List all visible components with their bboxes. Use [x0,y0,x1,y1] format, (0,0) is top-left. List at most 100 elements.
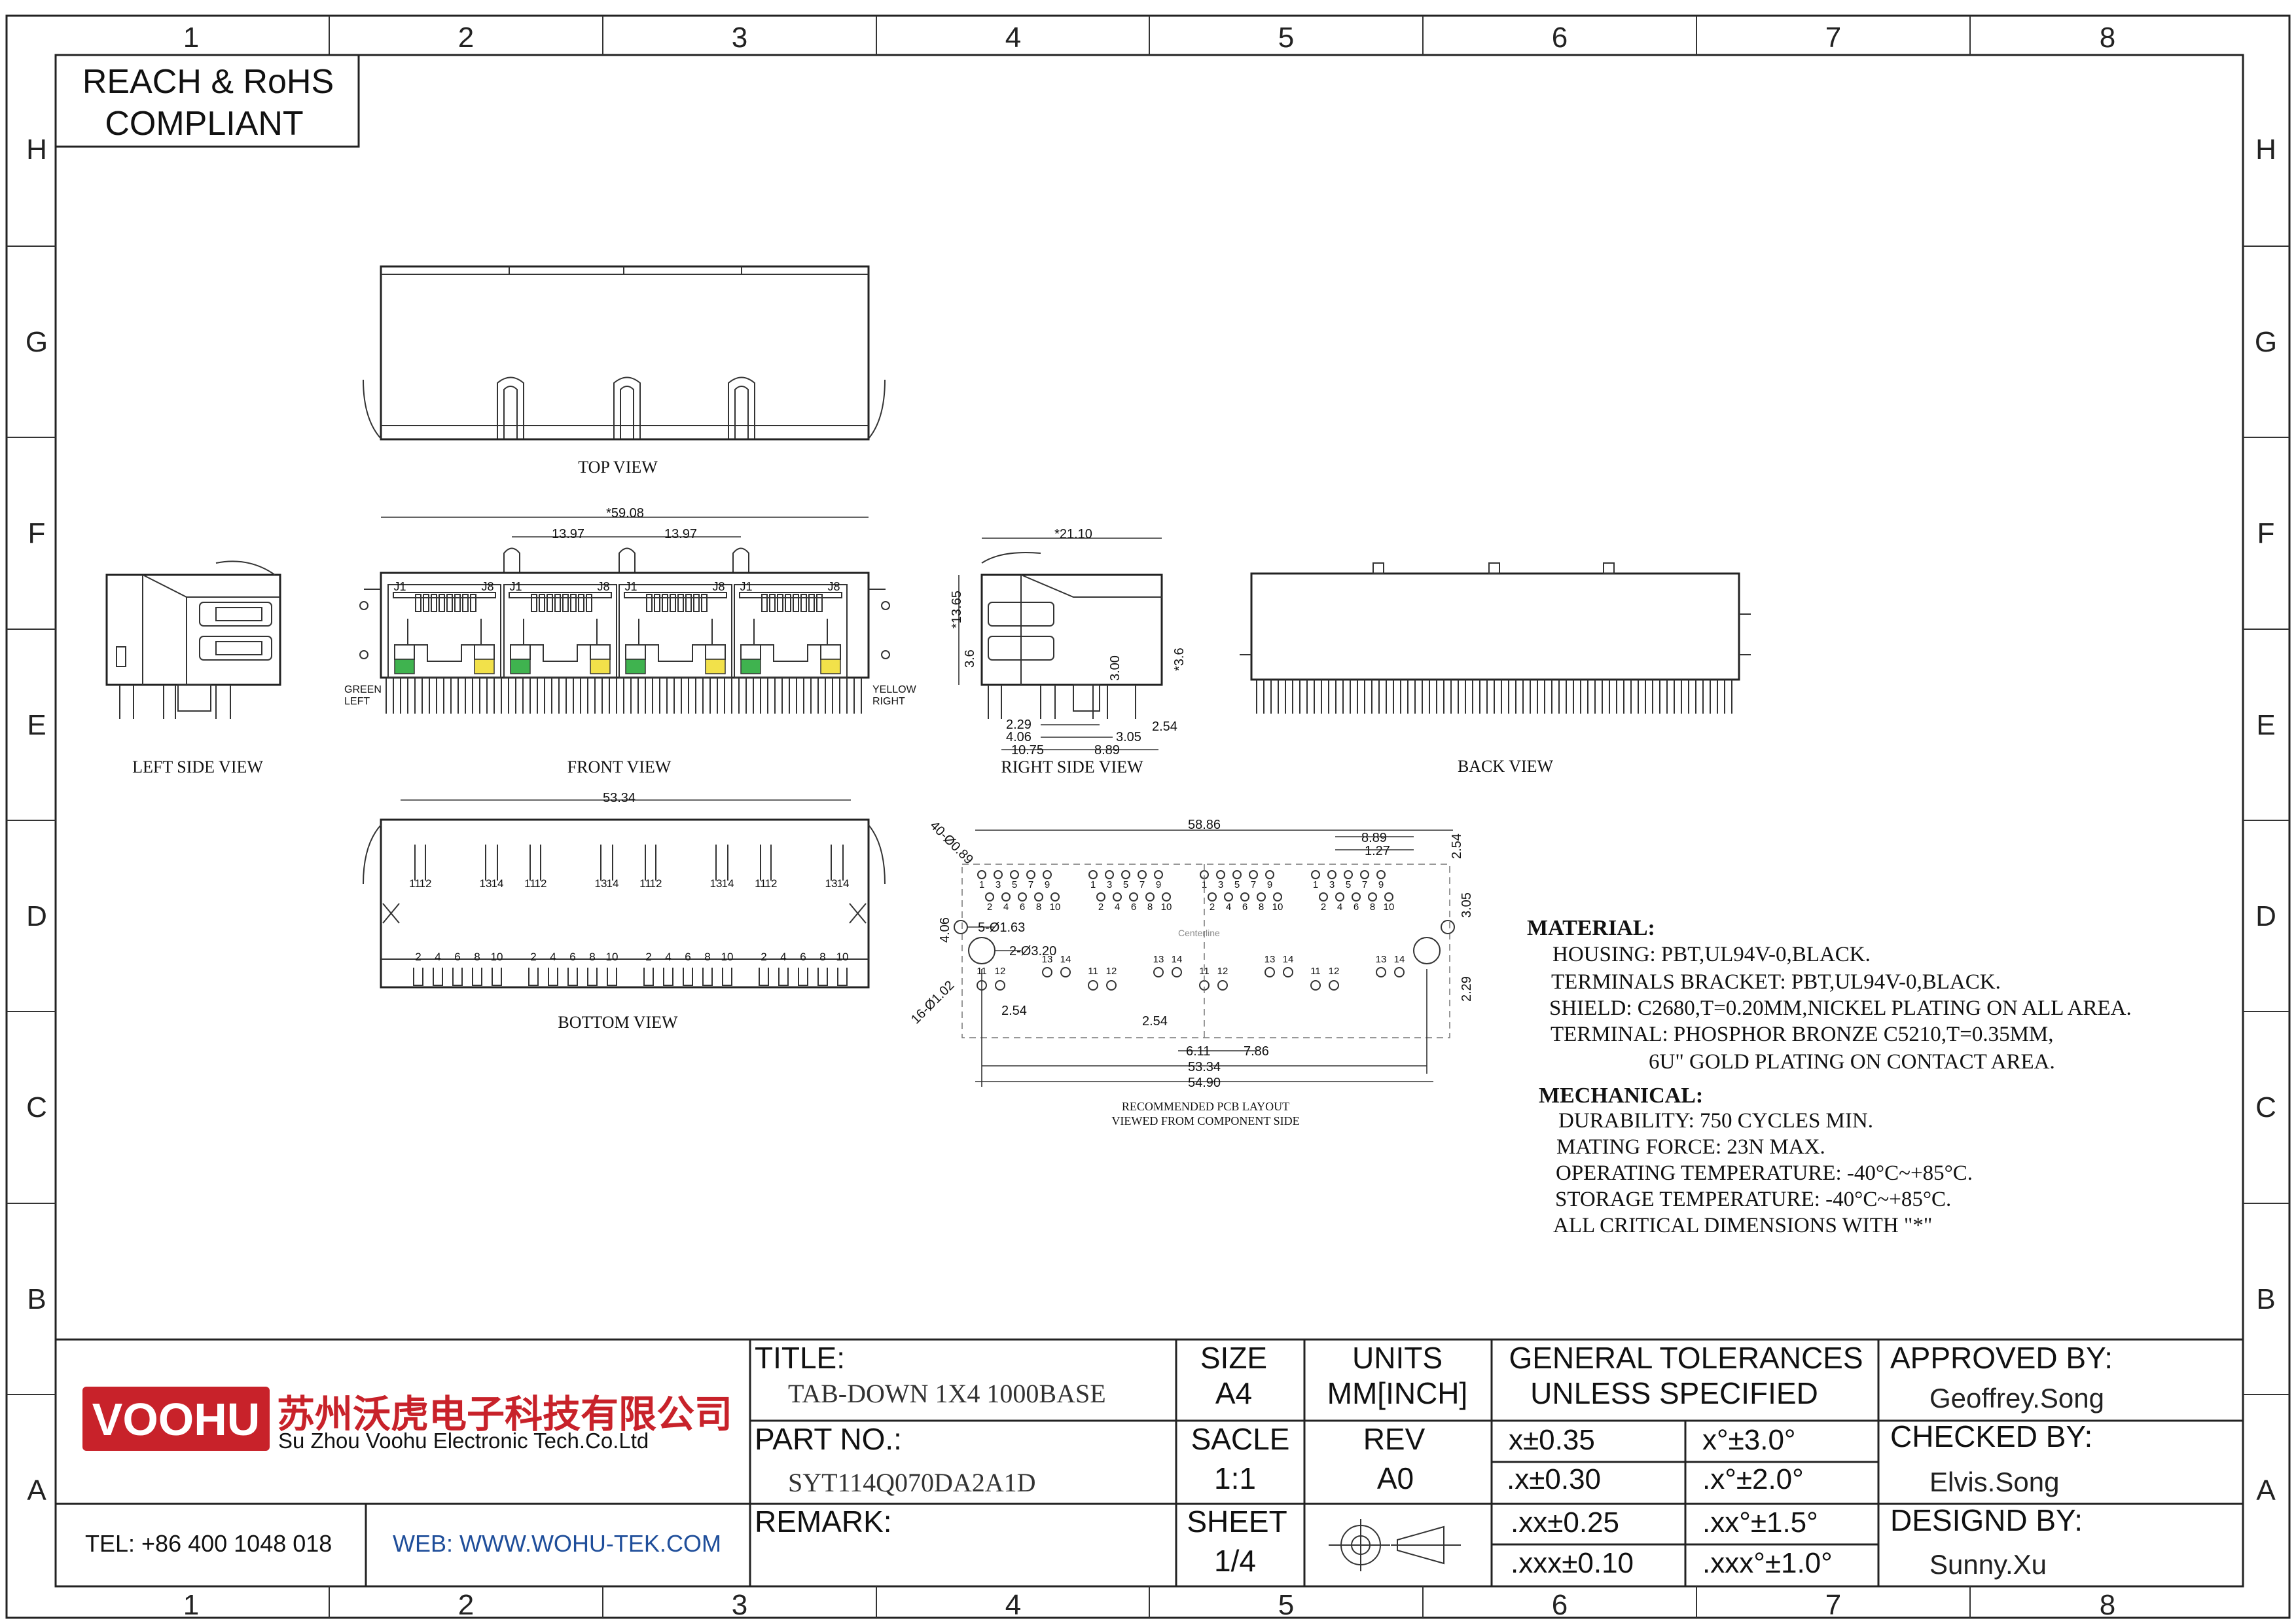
rsv-dim-2-54: 2.54 [1152,720,1177,734]
led-green [625,659,646,674]
row-label-left: F [28,517,46,549]
bottom-pin-slot [683,968,693,986]
col-label-top: 6 [1552,22,1568,54]
pcb-hole [1043,870,1052,879]
tolerance-header-1: GENERAL TOLERANCES [1509,1341,1863,1375]
pcb-pin-number: 11 [1199,966,1210,977]
bottom-pin-number: 11 [639,877,651,890]
left-side-view-label: LEFT SIDE VIEW [132,757,263,776]
pcb-pin-number: 5 [1012,879,1017,890]
pcb-pin-number: 6 [1242,902,1247,913]
pcb-pin-number: 7 [1251,879,1256,890]
pcb-pin-number: 12 [995,966,1006,977]
pcb-hole [1121,870,1130,879]
pcb-hole [1172,967,1182,977]
row-label-left: D [26,900,47,932]
front-view-label: FRONT VIEW [567,757,672,776]
led-left-side: LEFT [344,696,370,707]
contact-pin [554,594,561,612]
tolerance-linear: .x±0.30 [1507,1463,1601,1495]
led-window-right [474,644,495,660]
mechanical-heading: MECHANICAL: [1539,1084,1703,1108]
contact-pin [816,594,823,612]
bottom-pin-number: 6 [454,951,460,963]
sheet-label: SHEET [1187,1504,1287,1539]
bottom-pin-number: 12 [420,877,432,890]
pcb-pin-number: 5 [1123,879,1128,890]
row-label-right: G [2255,326,2277,358]
material-line: SHIELD: C2680,T=0.20MM,NICKEL PLATING ON… [1549,996,2132,1020]
pcb-dim-2-54-a: 2.54 [1001,1004,1027,1018]
bottom-pin-number: 11 [755,877,766,890]
col-label-bottom: 4 [1005,1589,1021,1621]
contact-pin [562,594,569,612]
pcb-pin-number: 7 [1362,879,1367,890]
pcb-dim-1-27: 1.27 [1365,844,1390,858]
pcb-hole [1129,892,1138,902]
pcb-hole [1145,892,1155,902]
tolerance-table: x±0.35 x°±3.0° .x±0.30 .x°±2.0° .xx±0.25… [1507,1424,1833,1579]
led-window-right [590,644,611,660]
contact-pin [654,594,660,612]
pcb-pin-number: 1 [1313,879,1318,890]
contact-pin [646,594,653,612]
projection-symbol-icon [1329,1519,1461,1571]
pcb-hole [977,980,987,991]
plug-opening [523,619,598,662]
top-view: TOP VIEW [363,265,886,477]
tolerance-angular: x°±3.0° [1702,1424,1796,1456]
pcb-dim-3-05: 3.05 [1460,892,1474,918]
pcb-pin-number: 11 [1088,966,1098,977]
pcb-pin-number: 14 [1283,954,1294,965]
col-label-top: 3 [732,22,747,54]
back-view: BACK VIEW [1240,562,1751,776]
scale-label: SACLE [1191,1422,1290,1456]
contact-pin [446,594,453,612]
pcb-dim-4-06: 4.06 [938,917,952,943]
contact-pin [793,594,799,612]
pcb-hole [1162,892,1171,902]
rsv-dim-3-6: 3.6 [963,649,977,668]
pcb-dim-40-holes: 40-Ø0.89 [927,818,976,867]
tolerance-linear: .xxx±0.10 [1511,1547,1634,1579]
pcb-hole [1018,892,1027,902]
company-web: WEB: WWW.WOHU-TEK.COM [393,1530,721,1557]
pcb-pin-number: 1 [1202,879,1207,890]
pcb-pin-number: 9 [1045,879,1050,890]
pcb-hole [1105,870,1114,879]
port-pin-label-j8: J8 [597,580,609,593]
rsv-dim-3-05: 3.05 [1116,730,1141,744]
bottom-pin-slot [607,968,617,986]
pcb-pin-number: 3 [996,879,1001,890]
bottom-pin-slot [413,968,423,986]
pcb-dim-53-34: 53.34 [1188,1060,1221,1074]
rj45-port [734,584,848,678]
pcb-dim-2-54-b: 2.54 [1142,1014,1168,1029]
col-label-top: 5 [1278,22,1294,54]
checked-label: CHECKED BY: [1890,1419,2092,1453]
approved-label: APPROVED BY: [1890,1341,2113,1375]
col-label-bottom: 7 [1825,1589,1841,1621]
bottom-pin-number: 12 [535,877,547,890]
bottom-pin-number: 11 [524,877,536,890]
rev-label: REV [1363,1422,1426,1456]
contact-pin [693,594,700,612]
bottom-pin-slot [472,968,482,986]
back-pin-row [1256,680,1732,714]
title-label: TITLE: [755,1341,845,1375]
bottom-pin-number: 10 [836,951,849,963]
compliance-line-2: COMPLIANT [105,105,303,143]
bottom-pin-slot [702,968,713,986]
col-label-top: 4 [1005,22,1021,54]
pcb-hole [1329,980,1339,991]
pcb-pin-number: 12 [1106,966,1117,977]
pcb-hole [1376,967,1386,977]
contact-pin [462,594,469,612]
rsv-dim-2-29: 2.29 [1006,718,1031,732]
size-value: A4 [1215,1376,1252,1410]
back-view-label: BACK VIEW [1458,757,1554,776]
pcb-hole [1224,892,1233,902]
pcb-hole [1138,870,1147,879]
designed-value: Sunny.Xu [1929,1549,2047,1580]
pcb-pin-number: 7 [1028,879,1033,890]
